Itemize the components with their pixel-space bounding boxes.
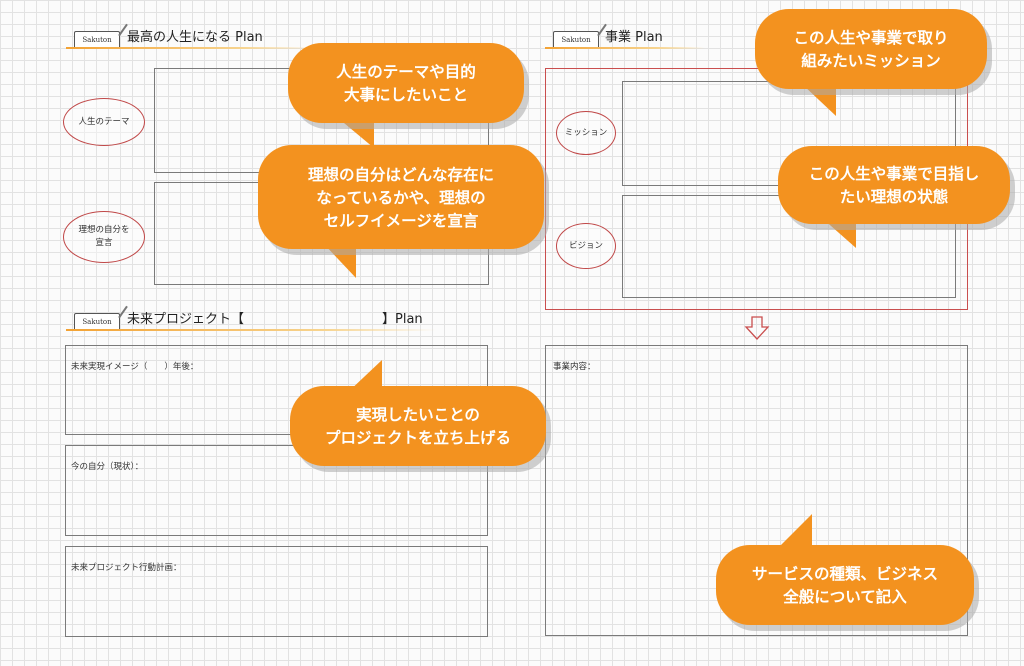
down-arrow-icon (744, 316, 770, 340)
current-self-label: 今の自分（現状）： (71, 462, 144, 472)
project-plan-title-end: 】Plan (382, 312, 423, 327)
action-plan-label: 未来プロジェクト行動計画： (71, 563, 182, 573)
action-plan-box[interactable] (65, 546, 488, 637)
business-content-box[interactable] (545, 345, 968, 636)
vision-label: ビジョン (568, 240, 603, 251)
business-plan-title: 事業 Plan (605, 30, 663, 45)
future-image-label: 未来実現イメージ（ ）年後： (71, 362, 199, 372)
callout-line: 大事にしたいこと (343, 85, 468, 104)
callout-line: 理想の自分はどんな存在に (307, 164, 494, 184)
callout-line: この人生や事業で目指し (808, 164, 980, 183)
bubble-tail (338, 118, 374, 148)
theme-oval: 人生のテーマ (63, 98, 145, 146)
callout-line: 実現したいことの (356, 405, 480, 424)
project-name-blank[interactable] (270, 313, 378, 329)
current-self-box[interactable] (65, 445, 488, 536)
callout-line: なっているかや、理想の (316, 187, 486, 207)
mission-oval: ミッション (556, 111, 616, 155)
mission-callout: この人生や事業で取り 組みたいミッション (755, 9, 987, 89)
bubble-tail (802, 84, 836, 116)
ideal-self-label-1: 理想の自分を (78, 225, 130, 235)
vision-callout: この人生や事業で目指し たい理想の状態 (778, 146, 1010, 224)
ideal-self-callout: 理想の自分はどんな存在に なっているかや、理想の セルフイメージを宣言 (258, 145, 544, 249)
title-underline (66, 329, 436, 331)
callout-line: 組みたいミッション (801, 51, 941, 70)
callout-line: プロジェクトを立ち上げる (324, 428, 511, 447)
theme-label: 人生のテーマ (78, 116, 130, 127)
project-plan-title: 未来プロジェクト【 (127, 312, 245, 327)
callout-line: この人生や事業で取り (793, 28, 949, 47)
callout-line: 全般について記入 (783, 587, 907, 606)
life-plan-title: 最高の人生になる Plan (127, 30, 263, 45)
theme-callout: 人生のテーマや目的 大事にしたいこと (288, 43, 524, 123)
sakuton-logo: Sakuton (74, 305, 128, 331)
project-callout: 実現したいことの プロジェクトを立ち上げる (290, 386, 546, 466)
ideal-self-oval: 理想の自分を 宣言 (63, 211, 145, 263)
business-content-label: 事業内容： (553, 362, 596, 372)
callout-line: たい理想の状態 (839, 187, 949, 206)
service-callout: サービスの種類、ビジネス 全般について記入 (716, 545, 974, 625)
callout-line: 人生のテーマや目的 (336, 62, 476, 81)
ideal-self-label-2: 宣言 (95, 238, 113, 248)
title-underline (545, 47, 705, 49)
title-underline (66, 47, 316, 49)
callout-line: サービスの種類、ビジネス (751, 564, 938, 583)
mission-label: ミッション (564, 127, 608, 138)
bubble-tail (776, 514, 812, 550)
vision-oval: ビジョン (556, 223, 616, 269)
callout-line: セルフイメージを宣言 (323, 210, 479, 230)
